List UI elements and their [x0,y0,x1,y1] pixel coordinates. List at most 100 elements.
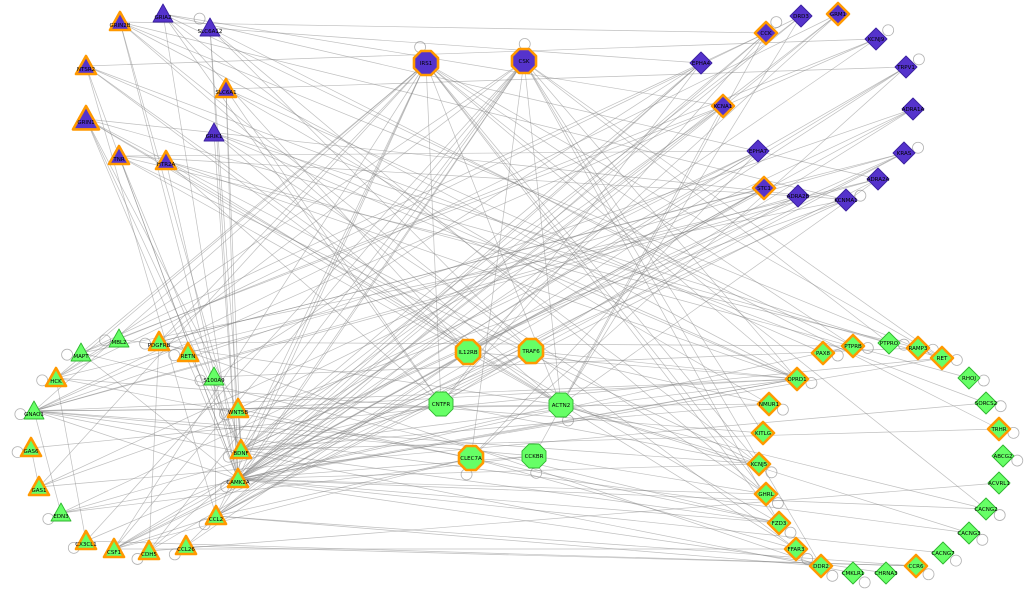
edge-TRAF6-FFAR3[interactable] [530,350,797,550]
node-shape-DDR2[interactable] [808,553,834,579]
node-shape-MBL2[interactable] [108,328,130,348]
node-RET[interactable]: RET [929,345,955,371]
node-GRIA2[interactable]: GRIA2 [152,3,174,23]
node-RAMP3[interactable]: RAMP3 [905,335,931,361]
node-CNTFR[interactable]: CNTFR [428,391,454,417]
self-loop-MBL2[interactable] [99,334,111,347]
node-DDR2[interactable]: DDR2 [808,553,834,579]
edge-CACNG3-GNAO1[interactable] [33,410,970,534]
self-loop-CCR6[interactable] [922,568,935,581]
edge-SLC6A1-BDNF[interactable] [225,88,242,451]
node-shape-CLEC7A[interactable] [457,444,485,472]
edge-EPHA7-WNT5B[interactable] [237,150,759,410]
node-shape-EPHA4[interactable] [689,51,713,75]
edge-KCNA1-CAMK2A[interactable] [237,105,724,480]
node-CCK[interactable]: CCK [753,20,779,46]
edge-ADRA2A-ACTN2[interactable] [560,178,879,406]
edge-GRIN1-TRAF6[interactable] [85,118,532,352]
node-CACNG7[interactable]: CACNG7 [931,541,955,565]
edge-BDNF-OPRD1[interactable] [240,378,798,451]
edge-CX3CL1-CCR6[interactable] [85,540,917,567]
edge-CAMK2A-FZD3[interactable] [237,478,780,524]
edge-CAMK2A-MAPT[interactable] [80,352,239,480]
edge-GNAO1-NMUR1[interactable] [33,403,770,412]
node-shape-RHOJ[interactable] [957,366,981,390]
edge-TNR-ADRA2B[interactable] [118,155,799,197]
self-loop-S100A9[interactable] [194,374,207,387]
edge-IRS1-CCL2[interactable] [215,62,427,517]
edge-GRIN1-CAMK2A[interactable] [85,118,239,480]
node-shape-CAMK2A[interactable] [226,467,250,489]
edge-IL12RB-OPRD1[interactable] [467,351,798,380]
edge-CCKBR-CAMK2A[interactable] [237,455,535,480]
edge-EPHA7-GAS1[interactable] [38,150,759,488]
node-EPHA4[interactable]: EPHA4 [689,51,713,75]
node-shape-TRHR[interactable] [986,416,1012,442]
node-KITLG[interactable]: KITLG [750,420,776,446]
node-shape-DRD3[interactable] [789,4,813,28]
self-loop-CACNG2[interactable] [993,509,1006,521]
node-shape-IL12RB[interactable] [454,338,482,366]
edge-GRIN1-BDNF[interactable] [85,118,242,451]
node-PTPRB[interactable]: PTPRB [840,333,866,359]
edge-BDNF-NMUR1[interactable] [240,403,770,451]
edge-CSK-CCL2[interactable] [215,60,525,517]
self-loop-OPRD1[interactable] [805,377,818,389]
edge-CAMK2A-PTPRB[interactable] [237,345,854,480]
node-shape-GRIK1[interactable] [203,122,225,142]
node-PTPRO[interactable]: PTPRO [877,331,901,355]
node-shape-ADRA1A[interactable] [901,97,925,121]
edge-IRS1-PDGFRB[interactable] [158,62,427,343]
self-loop-PTPRB[interactable] [861,342,874,354]
node-PAX8[interactable]: PAX8 [810,340,836,366]
edge-WNT5B-FZD3[interactable] [237,408,780,524]
node-shape-IRS1[interactable] [412,49,440,77]
node-IRS1[interactable]: IRS1 [412,49,440,77]
edge-CDH5-PDGFRB[interactable] [148,341,160,552]
edge-IRS1-HCK[interactable] [55,62,427,379]
self-loop-SORCS2[interactable] [994,400,1007,413]
node-shape-CMKLR1[interactable] [841,561,865,585]
edge-DRD3-CAMK2A[interactable] [237,15,802,480]
edge-KCNJ9-CAMK2A[interactable] [237,38,877,480]
edge-CCL26-CCR6[interactable] [185,545,917,567]
edge-SLC6A12-TRAF6[interactable] [209,27,532,352]
node-shape-RAMP3[interactable] [905,335,931,361]
node-shape-NMUR1[interactable] [756,391,782,417]
edge-CLEC7A-CCL2[interactable] [215,457,472,517]
edge-SLC6A1-TRPV1[interactable] [225,66,907,90]
edge-IRS1-BDNF[interactable] [240,62,427,451]
edge-CCK-MAPT[interactable] [80,32,767,354]
node-NTSR2[interactable]: NTSR2 [74,54,98,76]
self-loop-KRAS[interactable] [912,141,924,154]
node-SORCS2[interactable]: SORCS2 [974,391,998,415]
node-shape-TRAF6[interactable] [517,337,545,365]
node-shape-GAS6[interactable] [19,436,43,458]
edge-BDNF-TRHR[interactable] [240,428,1000,451]
edge-CNTFR-KCNJ5[interactable] [440,403,760,465]
edge-KCNA1-BDNF[interactable] [240,105,724,451]
edge-CAMK2A-GNAO1[interactable] [33,410,239,480]
edge-S100A9-CCL2[interactable] [213,376,217,517]
node-GNAO1[interactable]: GNAO1 [23,400,45,420]
self-loop-CACNG3[interactable] [976,533,989,546]
edge-HTR2A-OPRD1[interactable] [165,160,798,380]
node-CMKLR1[interactable]: CMKLR1 [841,561,865,585]
edge-HCK-KITLG[interactable] [55,377,764,434]
edge-ACTN2-CACNG2[interactable] [560,404,987,510]
edge-CSK-HCK[interactable] [55,60,525,379]
edge-TRAF6-OPRD1[interactable] [530,350,798,380]
edge-GNAO1-CMKLR1[interactable] [33,410,854,574]
self-loop-MAPT[interactable] [61,348,74,361]
edge-CSK-OPRD1[interactable] [523,60,798,380]
self-loop-DDR2[interactable] [826,569,839,582]
node-GHRL[interactable]: GHRL [753,481,779,507]
edge-CSK-DDR2[interactable] [523,60,822,567]
node-shape-S100A9[interactable] [203,366,225,386]
edge-ADRA1A-EDN3[interactable] [60,108,914,514]
node-shape-KITLG[interactable] [750,420,776,446]
node-CDH5[interactable]: CDH5 [137,539,161,561]
edge-IRS1-CNTFR[interactable] [425,62,442,405]
node-shape-CSK[interactable] [510,47,538,75]
